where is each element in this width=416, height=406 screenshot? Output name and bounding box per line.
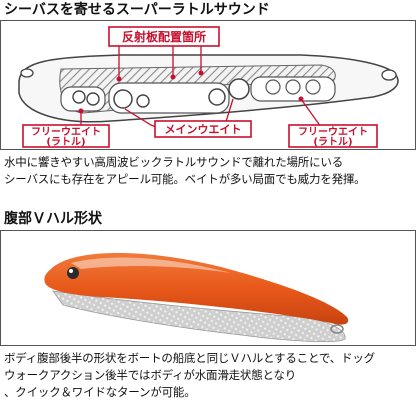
line-eye	[20, 68, 34, 78]
section1-description-line: シーバスにも存在をアピール可能。ベイトが多い局面でも威力を発揮。	[4, 172, 366, 186]
leader-reflector	[118, 45, 202, 77]
reflector-marker-3	[198, 70, 204, 76]
left-weight-label-line2: (ラトル)	[46, 136, 85, 148]
lure-photo	[44, 252, 349, 342]
rear-weight-ball-c	[305, 79, 321, 95]
main-weight-ball-4	[228, 78, 250, 100]
left-weight-label-line1: フリーウエイト	[31, 126, 101, 138]
rear-weight-ball-b	[285, 79, 301, 95]
leader-right-rattle	[300, 98, 322, 128]
lure-belly	[52, 290, 346, 342]
section1-description-line: 水中に響きやすい高周波ビックラトルサウンドで離れた場所にいる	[4, 155, 343, 169]
lure-back	[44, 252, 349, 325]
main-weight-ball-1	[113, 89, 133, 109]
reflector-marker-2	[170, 74, 176, 80]
lure-eye	[67, 267, 79, 279]
reflector-marker-1	[116, 76, 122, 82]
main-weight-ball-3	[208, 88, 226, 106]
lure-highlight	[71, 257, 231, 273]
rattle-diagram: 反射板配置箇所 フリーウエイト (ラトル) メインウエイト フリーウエイト (ラ…	[18, 26, 399, 148]
rear-weight-ball-a	[265, 79, 281, 95]
front-free-weight-ball-2	[86, 92, 100, 106]
section2-description-line: 、クイック＆ワイドなターンが可能。	[4, 385, 196, 399]
section1-title: シーバスを寄せるスーパーラトルサウンド	[4, 2, 270, 18]
lure-photo-frame	[0, 230, 416, 346]
right-weight-label-line2: (ラトル)	[313, 136, 352, 148]
main-weight-label: メインウエイト	[165, 123, 242, 136]
section2-description-line: ボディ腹部後半の形状をボートの船底と同じＶハルとすることで、ドッグ	[4, 351, 375, 365]
rattle-diagram-frame: 反射板配置箇所 フリーウエイト (ラトル) メインウエイト フリーウエイト (ラ…	[0, 20, 416, 150]
lure-eye-glint	[69, 269, 73, 273]
section2-description: ボディ腹部後半の形状をボートの船底と同じＶハルとすることで、ドッグ ウォークアク…	[4, 350, 414, 401]
reflector-label: 反射板配置箇所	[122, 29, 206, 44]
right-weight-label-line1: フリーウエイト	[298, 126, 368, 138]
lure-tail-eye	[330, 324, 344, 334]
rear-eye	[381, 69, 397, 81]
section2-description-line: ウォークアクション後半ではボディが水面滑走状態となり	[4, 368, 297, 382]
section2-title: 腹部Ｖハル形状	[4, 211, 102, 227]
front-free-weight-ball-1	[72, 90, 86, 104]
section1-description: 水中に響きやすい高周波ビックラトルサウンドで離れた場所にいる シーバスにも存在を…	[4, 154, 414, 188]
main-weight-ball-2	[136, 94, 150, 108]
